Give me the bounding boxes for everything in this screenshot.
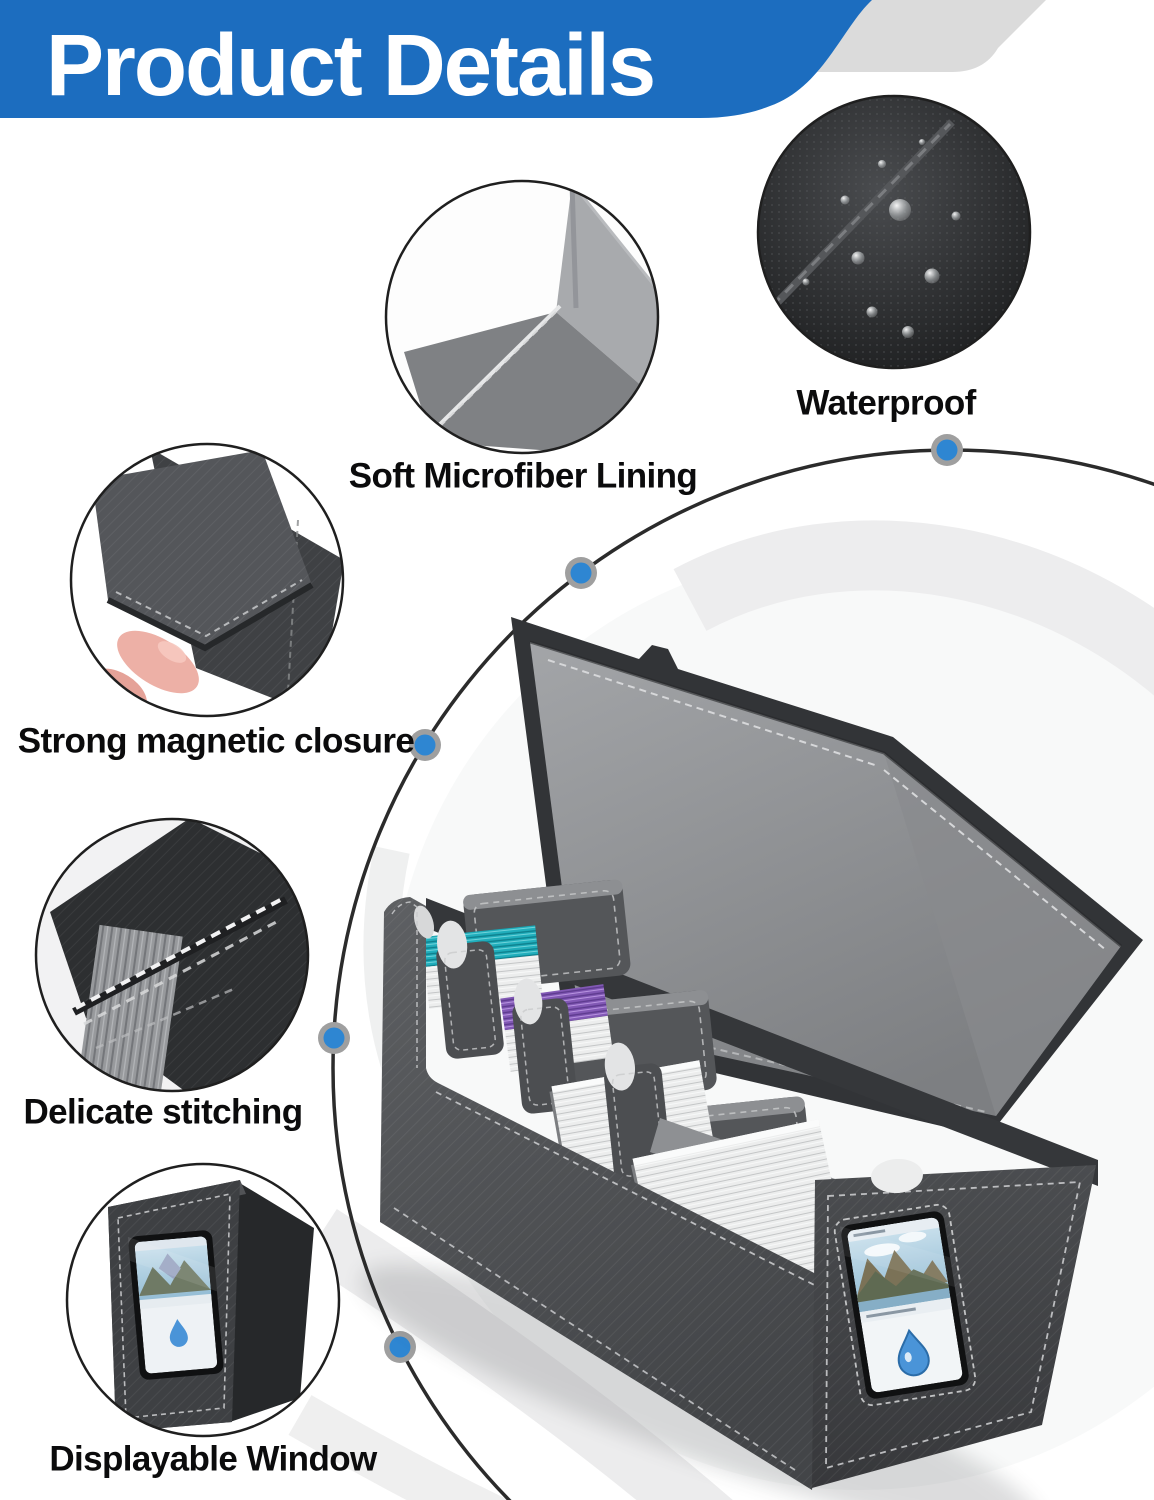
label-waterproof: Waterproof bbox=[796, 383, 976, 423]
connector-arc-group bbox=[318, 434, 1154, 1500]
dot-icon bbox=[570, 562, 592, 584]
photo-circle-stitching bbox=[34, 817, 310, 1093]
dot-icon bbox=[323, 1027, 345, 1049]
box-front-panel bbox=[812, 1158, 1096, 1488]
photo-circle-window bbox=[65, 1162, 341, 1438]
thumb-notch bbox=[413, 905, 435, 939]
page-title: Product Details bbox=[46, 17, 656, 114]
display-window bbox=[833, 1203, 977, 1407]
thumb-notch bbox=[871, 1158, 923, 1194]
photo-circle-waterproof bbox=[756, 94, 1032, 370]
feature-dot-stitching bbox=[318, 1022, 350, 1054]
header-banner bbox=[0, 0, 1046, 118]
feature-dot-magnetic bbox=[409, 729, 441, 761]
mini-display-window bbox=[127, 1230, 224, 1380]
dot-icon bbox=[936, 439, 958, 461]
label-displayable-window: Displayable Window bbox=[49, 1439, 377, 1479]
dot-icon bbox=[389, 1336, 411, 1358]
label-strong-magnetic-closure: Strong magnetic closure bbox=[17, 721, 415, 761]
island-card bbox=[846, 1216, 964, 1394]
retainer-wall bbox=[436, 920, 504, 1059]
feature-dot-waterproof bbox=[931, 434, 963, 466]
finger bbox=[117, 630, 199, 694]
photo-circle-magnetic bbox=[69, 442, 345, 718]
dot-icon bbox=[414, 734, 436, 756]
box-front-face bbox=[380, 897, 836, 1490]
label-soft-microfiber-lining: Soft Microfiber Lining bbox=[348, 456, 698, 496]
photo-circle-microfiber bbox=[384, 179, 660, 455]
feature-dot-microfiber bbox=[565, 557, 597, 589]
water-drop-icon bbox=[897, 1328, 930, 1377]
box-compartments bbox=[421, 879, 850, 1304]
feature-dot-window bbox=[384, 1331, 416, 1363]
label-delicate-stitching: Delicate stitching bbox=[23, 1092, 304, 1132]
product-photo bbox=[361, 617, 1143, 1500]
header-blue-banner bbox=[0, 0, 872, 118]
